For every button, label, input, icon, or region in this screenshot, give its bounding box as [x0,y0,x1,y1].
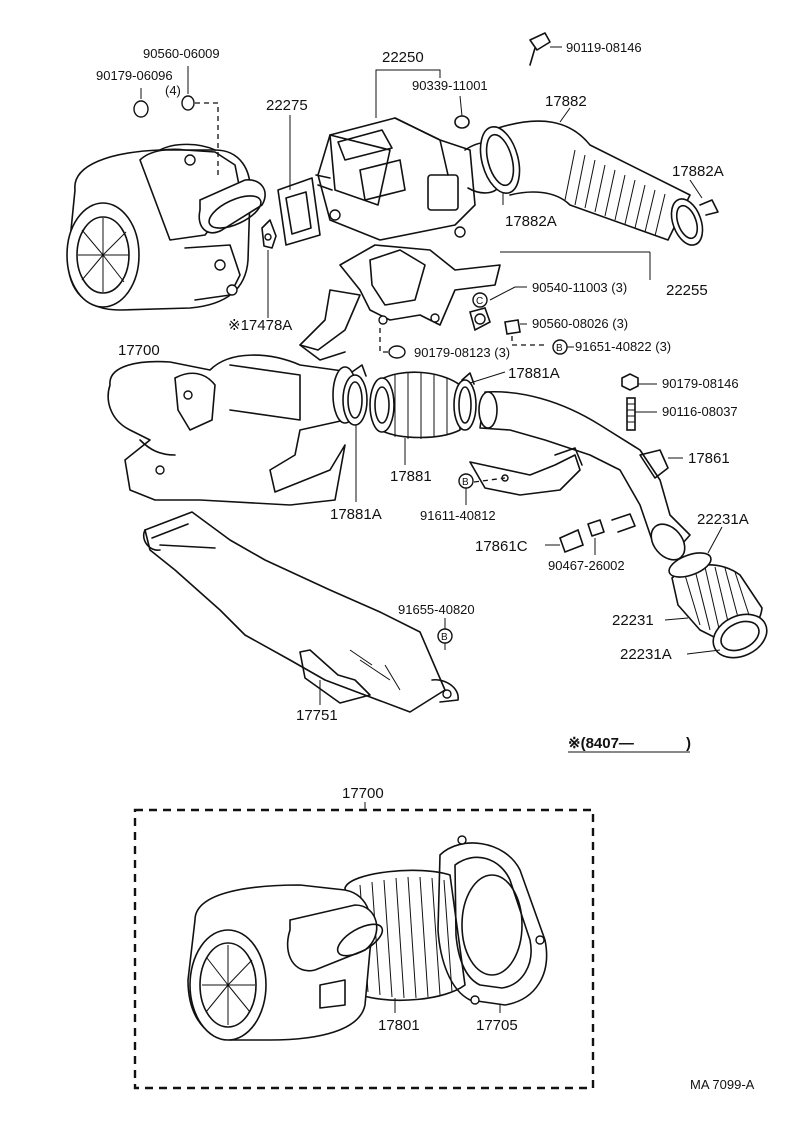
label-17881: 17881 [390,468,432,485]
air-cleaner-case-17705 [437,835,548,1013]
fastener-set-bracket [379,286,548,359]
intake-hose-17861 [478,390,691,561]
bracket-91611 [469,447,583,496]
label-note-close: ) [686,735,691,752]
air-flow-meter [315,115,501,241]
label-17751: 17751 [296,707,338,724]
label-figure-code: MA 7099-A [690,1077,755,1092]
label-17882: 17882 [545,93,587,110]
label-90179-08123: 90179-08123 (3) [414,345,510,360]
label-22250: 22250 [382,49,424,66]
marker-C: C [472,292,488,308]
air-cleaner-assembly-upper [66,143,266,311]
label-17861: 17861 [688,450,730,467]
label-90339-11001: 90339-11001 [412,78,488,93]
hose-22231 [664,564,768,659]
label-22231: 22231 [612,612,654,629]
gasket-22275 [277,115,321,246]
marker-B-upper: B [552,339,574,355]
label-17861C: 17861C [475,538,528,555]
label-17478A: ※17478A [228,317,292,334]
label-17705: 17705 [476,1017,518,1034]
label-22231A-top: 22231A [697,511,749,528]
label-90560-06009: 90560-06009 [143,46,220,61]
label-note-8407: ※(8407— [568,735,634,752]
svg-text:B: B [556,343,563,354]
clamp-17881A-left [342,364,368,502]
bolt-washer-set-top-left [133,66,219,175]
bracket-17478A [261,219,277,318]
label-91655-40820: 91655-40820 [398,602,475,617]
bracket-22255 [299,244,651,361]
marker-B-mid: B [458,473,474,505]
label-91611-40812: 91611-40812 [420,508,496,523]
svg-text:B: B [441,632,448,643]
svg-text:B: B [462,477,469,488]
label-90116-08037: 90116-08037 [662,404,738,419]
label-17700-top: 17700 [118,342,160,359]
label-17801: 17801 [378,1017,420,1034]
intake-duct-left [107,354,358,506]
hose-17882 [479,107,719,246]
label-90540-11003: 90540-11003 (3) [532,280,627,295]
svg-text:C: C [476,296,483,307]
label-90560-08026: 90560-08026 (3) [532,316,628,331]
clamp-22231A-top [668,526,723,578]
label-90467-26002: 90467-26002 [548,558,625,573]
stud-90116-08037 [626,397,657,431]
clip-90467-26002 [587,513,636,555]
part-labels: 90560-06009 90179-06096 (4) 22250 90119-… [96,40,755,1092]
bolt-90119 [529,32,562,66]
assembly-box-17700 [133,808,595,1090]
label-22231A-bottom: 22231A [620,646,672,663]
bolt-90179-08146 [621,373,657,391]
leader-90339 [459,95,463,117]
air-filter-element-17801 [344,869,466,1013]
marker-B-lower: B [437,628,453,644]
label-90179-08146: 90179-08146 [662,376,739,391]
label-91651-40822: 91651-40822 (3) [575,339,671,354]
label-22275: 22275 [266,97,308,114]
hose-17881 [369,371,461,465]
clamp-22231A-bottom [686,649,721,655]
label-qty-4: (4) [165,83,181,98]
air-cleaner-cap-lower [187,884,384,1041]
label-17882A-mid: 17882A [505,213,557,230]
clamp-17881A-right [453,371,506,431]
label-90179-06096: 90179-06096 [96,68,173,83]
label-17881A-left: 17881A [330,506,382,523]
label-90119-08146: 90119-08146 [566,40,642,55]
label-22255: 22255 [666,282,708,299]
leader-22250 [375,69,441,118]
cap-17861C [545,528,584,554]
label-17881A-right: 17881A [508,365,560,382]
label-17882A-right: 17882A [672,163,724,180]
label-17700-box: 17700 [342,785,384,802]
